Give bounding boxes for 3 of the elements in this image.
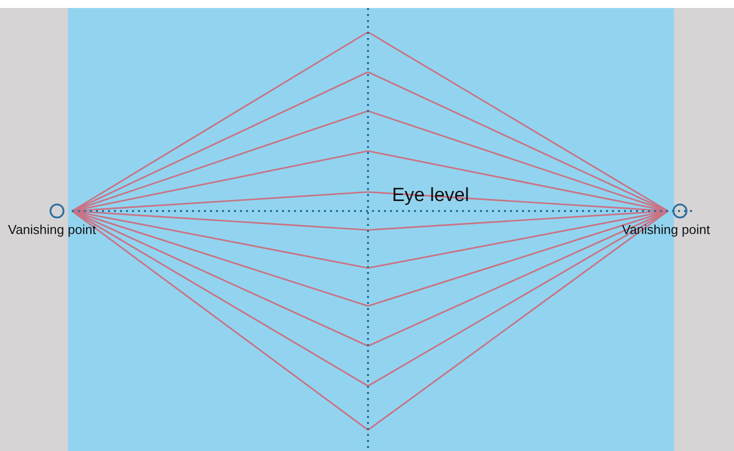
vanishing-point-label: Vanishing point <box>622 222 710 237</box>
eye-level-label: Eye level <box>392 185 470 207</box>
vanishing-point-label: Vanishing point <box>8 222 96 237</box>
